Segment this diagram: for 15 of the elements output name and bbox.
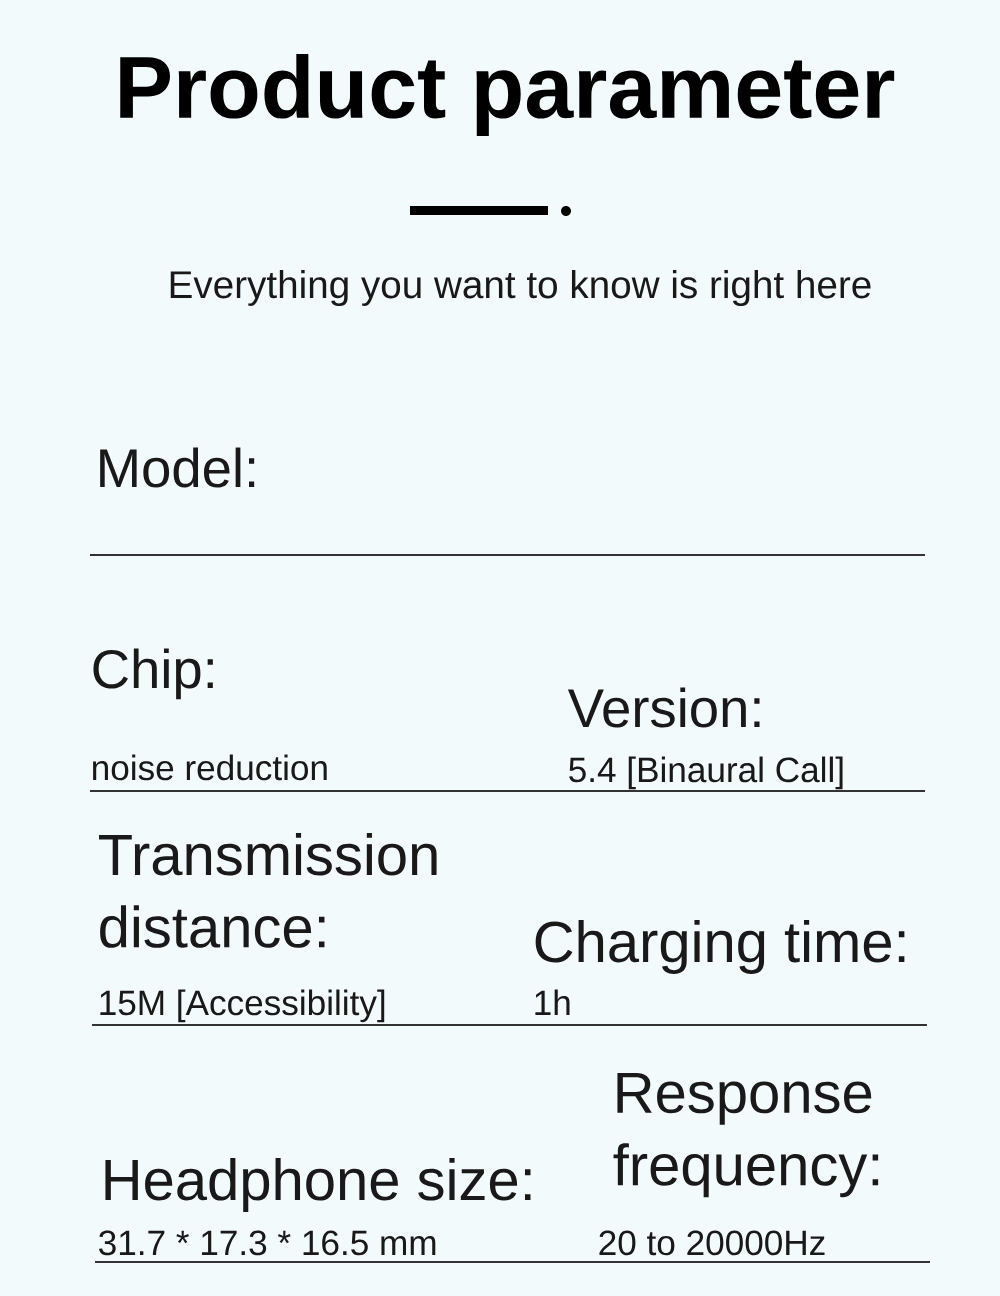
parameter-heading: Transmission distance: bbox=[99, 832, 437, 948]
title: Product parameter bbox=[120, 54, 895, 136]
parameter-heading: Charging time: bbox=[535, 920, 905, 974]
parameter-heading: Headphone size: bbox=[105, 1158, 531, 1212]
parameter-value: 1h bbox=[535, 989, 570, 1015]
parameter-heading: Chip: bbox=[93, 648, 213, 700]
parameter-value: 20 to 20000Hz bbox=[599, 1230, 825, 1256]
subtitle: Everything you want to know is right here bbox=[170, 270, 871, 306]
parameter-value: noise reduction bbox=[93, 754, 327, 781]
parameter-heading: Model: bbox=[100, 447, 255, 488]
parameter-value: 5.4 [Binaural Call] bbox=[569, 756, 843, 790]
parameter-value: 15M [Accessibility] bbox=[100, 989, 385, 1023]
parameter-value: 31.7 * 17.3 * 16.5 mm bbox=[99, 1230, 436, 1256]
parameter-heading: Response frequency: bbox=[613, 1072, 879, 1198]
parameter-heading: Version: bbox=[567, 687, 760, 728]
